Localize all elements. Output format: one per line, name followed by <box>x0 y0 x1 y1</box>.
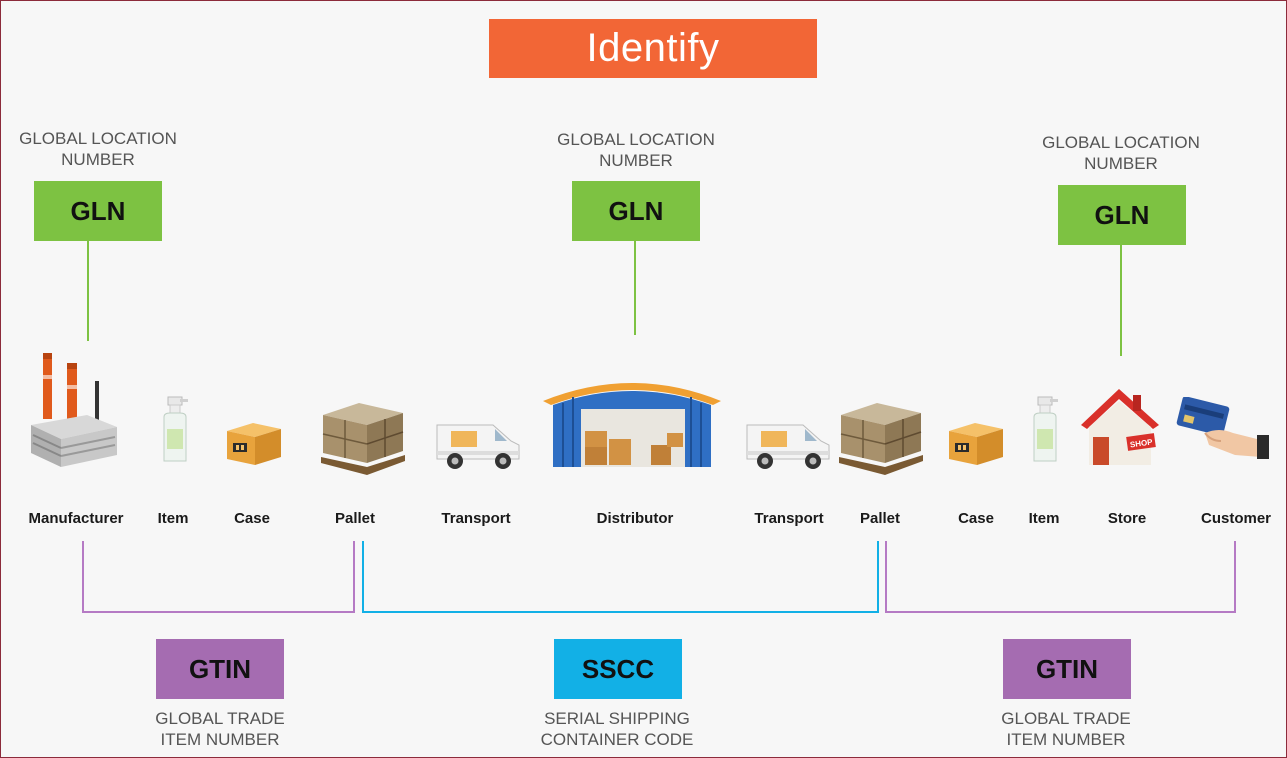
pallet-icon <box>321 403 405 475</box>
node-label-item: Item <box>1028 510 1060 527</box>
box-icon <box>227 423 281 465</box>
node-label-case: Case <box>234 510 270 527</box>
node-label-case: Case <box>958 510 994 527</box>
node-label-transport: Transport <box>754 510 824 527</box>
sscc-caption: SERIAL SHIPPING CONTAINER CODE <box>540 709 694 749</box>
gln-badge-1: GLN <box>34 181 162 241</box>
node-label-item: Item <box>157 510 189 527</box>
gtin-badge-2: GTIN <box>1003 639 1131 699</box>
gln-badge-2: GLN <box>572 181 700 241</box>
gln-badge-3: GLN <box>1058 185 1186 245</box>
node-label-manufacturer: Manufacturer <box>28 510 124 527</box>
gtin-bracket-left <box>82 541 355 613</box>
node-label-distributor: Distributor <box>596 510 674 527</box>
node-label-pallet: Pallet <box>859 510 901 527</box>
node-label-store: Store <box>1107 510 1147 527</box>
gln-caption-2: GLOBAL LOCATION NUMBER <box>557 130 715 170</box>
node-label-transport: Transport <box>441 510 511 527</box>
node-label-customer: Customer <box>1200 510 1272 527</box>
diagram-title: Identify <box>489 19 817 78</box>
factory-icon <box>31 353 117 467</box>
gln-caption-3: GLOBAL LOCATION NUMBER <box>1042 133 1200 173</box>
gln-caption-1: GLOBAL LOCATION NUMBER <box>19 129 177 169</box>
spray-bottle-icon <box>1033 396 1058 462</box>
van-icon <box>746 424 830 469</box>
gtin-badge-1: GTIN <box>156 639 284 699</box>
gtin-caption-2: GLOBAL TRADE ITEM NUMBER <box>1001 709 1131 749</box>
gtin-caption-1: GLOBAL TRADE ITEM NUMBER <box>155 709 285 749</box>
shop-sign: SHOP <box>1129 437 1153 449</box>
credit-card-icon <box>1176 397 1269 459</box>
box-icon <box>949 423 1003 465</box>
spray-bottle-icon <box>163 396 188 462</box>
node-label-pallet: Pallet <box>334 510 376 527</box>
sscc-badge: SSCC <box>554 639 682 699</box>
sscc-bracket <box>362 541 879 613</box>
gtin-bracket-right <box>885 541 1236 613</box>
van-icon <box>436 424 520 469</box>
pallet-icon <box>839 403 923 475</box>
warehouse-icon <box>543 383 721 467</box>
shop-icon: SHOP <box>1081 389 1159 465</box>
